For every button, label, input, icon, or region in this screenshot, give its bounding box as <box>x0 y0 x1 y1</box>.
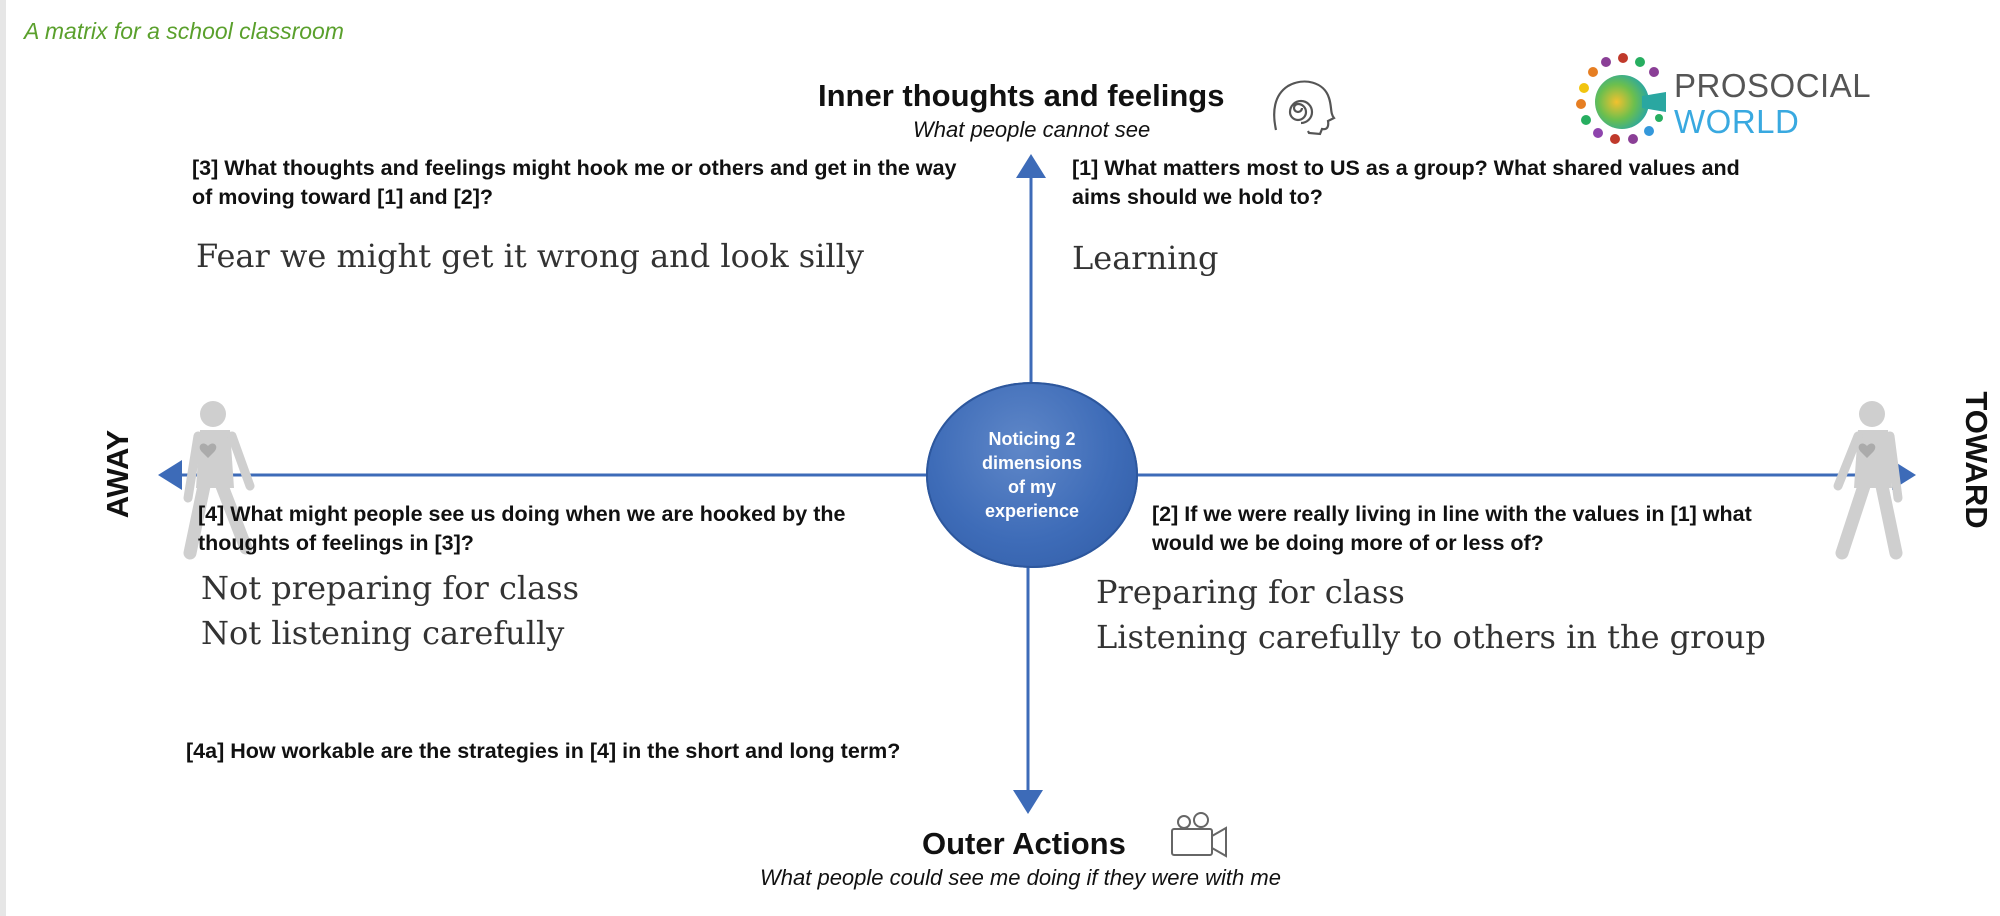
quadrant-3-answer-list: Fear we might get it wrong and look sill… <box>196 234 864 279</box>
quadrant-2-answer-2: Listening carefully to others in the gro… <box>1096 618 1766 656</box>
center-line-4: experience <box>984 501 1080 521</box>
quadrant-1-question-line-1: [1] What matters most to US as a group? … <box>1072 156 1740 180</box>
quadrant-1-question: [1] What matters most to US as a group? … <box>1072 154 1832 212</box>
bottom-axis-subtitle: What people could see me doing if they w… <box>760 865 1281 890</box>
quadrant-2-question-line-2: would we be doing more of or less of? <box>1152 531 1544 555</box>
quadrant-3-answer: Fear we might get it wrong and look sill… <box>196 237 864 275</box>
center-circle: Noticing 2 dimensions of my experience <box>926 382 1138 568</box>
center-line-2: dimensions <box>981 453 1083 473</box>
quadrant-2-question-line-1: [2] If we were really living in line wit… <box>1152 502 1752 526</box>
center-line-3: of my <box>1007 477 1056 497</box>
top-axis-title: Inner thoughts and feelings <box>818 78 1225 113</box>
logo-line-1: PROSOCIAL <box>1674 67 1872 104</box>
quadrant-4-question-line-1: [4] What might people see us doing when … <box>198 502 846 526</box>
quadrant-3-question-line-2: of moving toward [1] and [2]? <box>192 185 493 209</box>
quadrant-4-answer-list: Not preparing for class Not listening ca… <box>201 566 579 656</box>
quadrant-3-question: [3] What thoughts and feelings might hoo… <box>192 154 1022 212</box>
quadrant-1-answer-list: Learning <box>1072 236 1219 281</box>
quadrant-3-question-line-1: [3] What thoughts and feelings might hoo… <box>192 156 957 180</box>
quadrant-4-answer-2: Not listening carefully <box>201 614 565 652</box>
quadrant-2-answer-1: Preparing for class <box>1096 573 1405 611</box>
logo-wordmark: PROSOCIAL WORLD <box>1674 68 1871 140</box>
prosocial-world-logo-icon <box>1576 53 1666 144</box>
axes <box>158 154 1916 814</box>
quadrant-2-question: [2] If we were really living in line wit… <box>1152 500 1852 558</box>
quadrant-4-question: [4] What might people see us doing when … <box>198 500 928 558</box>
head-spiral-icon <box>1273 80 1336 136</box>
quadrant-4-answer-1: Not preparing for class <box>201 569 580 607</box>
quadrant-2-answer-list: Preparing for class Listening carefully … <box>1096 570 1766 660</box>
quadrant-4-question-line-2: thoughts of feelings in [3]? <box>198 531 474 555</box>
video-camera-icon <box>1171 812 1227 858</box>
bottom-axis-title: Outer Actions <box>922 826 1126 861</box>
center-text: Noticing 2 dimensions of my experience <box>972 427 1092 523</box>
left-walking-figure <box>183 401 255 560</box>
right-walking-figure <box>1833 401 1903 560</box>
walking-person-icon <box>183 401 1903 560</box>
top-axis-subtitle: What people cannot see <box>913 117 1151 142</box>
logo-line-2: WORLD <box>1674 103 1800 140</box>
center-line-1: Noticing 2 <box>988 429 1076 449</box>
question-4a: [4a] How workable are the strategies in … <box>186 739 901 763</box>
quadrant-1-answer: Learning <box>1072 239 1219 277</box>
caption: A matrix for a school classroom <box>24 18 344 44</box>
quadrant-1-question-line-2: aims should we hold to? <box>1072 185 1323 209</box>
